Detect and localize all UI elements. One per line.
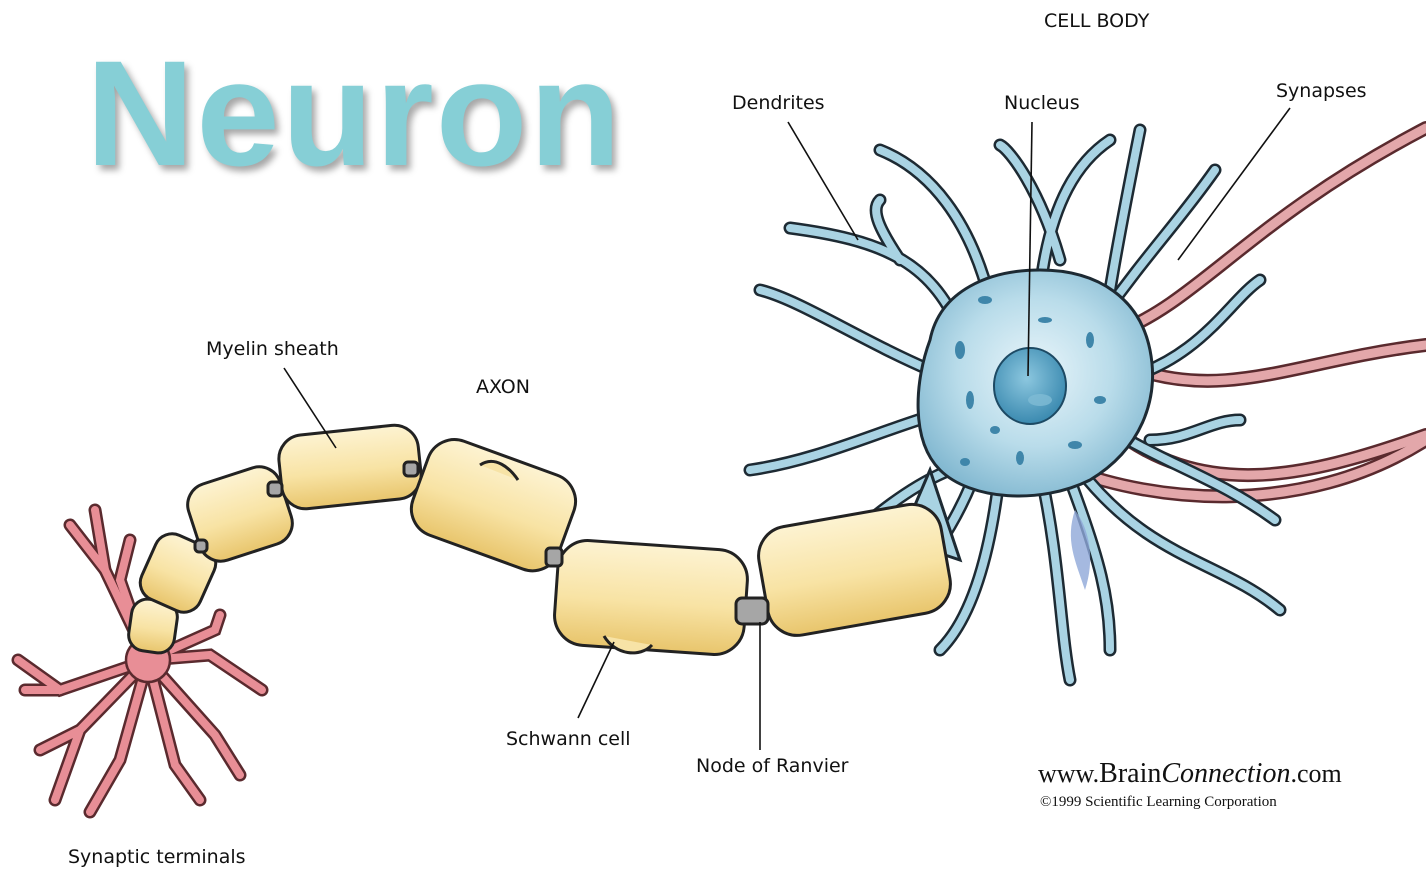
diagram-title: Neuron <box>86 38 623 188</box>
label-synapses: Synapses <box>1276 80 1367 102</box>
label-myelin-sheath: Myelin sheath <box>206 338 339 360</box>
credit-connection: Connection <box>1161 758 1290 789</box>
label-synaptic-terminals: Synaptic terminals <box>68 846 246 868</box>
credit-url: www.BrainConnection.com <box>1038 758 1342 790</box>
node-of-ranvier <box>736 598 768 624</box>
credit-copyright: ©1999 Scientific Learning Corporation <box>1040 794 1277 811</box>
label-cell-body: CELL BODY <box>1044 10 1149 32</box>
label-axon: AXON <box>476 376 530 398</box>
label-dendrites: Dendrites <box>732 92 825 114</box>
label-node-of-ranvier: Node of Ranvier <box>696 755 848 777</box>
nucleus <box>994 348 1066 424</box>
axon <box>127 423 956 657</box>
credit-prefix: www. <box>1038 759 1099 788</box>
label-nucleus: Nucleus <box>1004 92 1080 114</box>
credit-brain: Brain <box>1099 758 1161 789</box>
credit-suffix: .com <box>1290 759 1341 788</box>
label-schwann-cell: Schwann cell <box>506 728 631 750</box>
